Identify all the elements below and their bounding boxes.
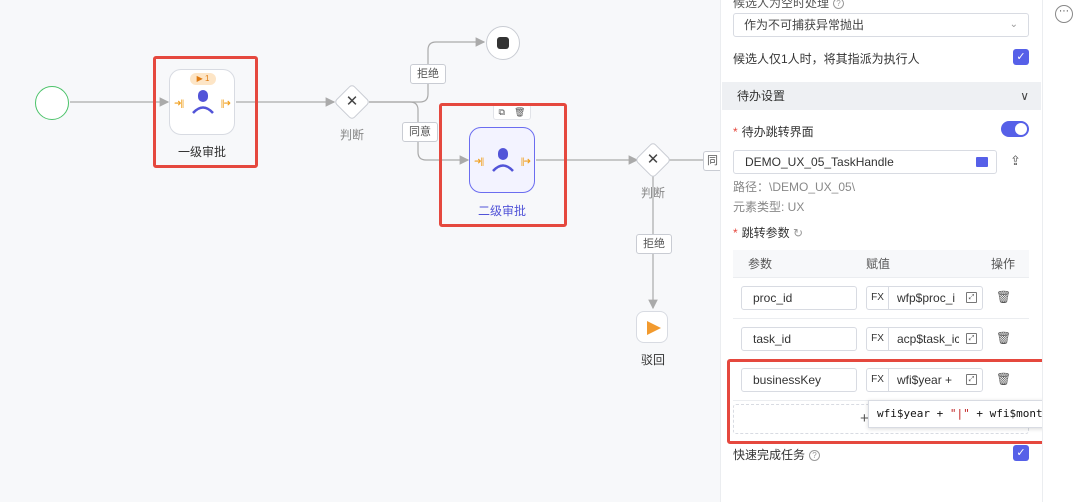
reject-node-label: 驳回 [641, 353, 666, 367]
param-value-input[interactable]: FX acp$task_ic ⤢ [866, 327, 983, 351]
trash-icon[interactable]: 🗑 [514, 106, 526, 117]
more-icon[interactable]: ⋯ [1055, 5, 1073, 23]
send-icon [647, 321, 661, 335]
jump-params-label: *跳转参数 ↻ [733, 226, 804, 240]
folder-icon[interactable] [976, 157, 988, 167]
col-assign: 赋值 [866, 257, 891, 271]
trash-icon[interactable]: 🗑 [996, 331, 1012, 345]
todo-jump-toggle[interactable] [1001, 121, 1029, 137]
output-port-icon: ||➜ [520, 156, 531, 166]
params-table-header: 参数 赋值 操作 [733, 250, 1029, 278]
fx-icon[interactable]: FX [867, 328, 889, 350]
approval-node-1[interactable]: ▶ 1 ➜|| ||➜ [169, 69, 235, 135]
help-icon[interactable]: ? [809, 450, 821, 461]
fx-icon[interactable]: FX [867, 369, 889, 391]
user-icon [492, 148, 514, 172]
start-event[interactable] [35, 86, 69, 120]
candidate-empty-select[interactable]: 作为不可捕获异常抛出⌄ [733, 13, 1029, 37]
user-icon [192, 90, 214, 114]
gateway-1-label: 判断 [340, 128, 365, 142]
plus-icon: + [860, 410, 869, 427]
chevron-down-icon: ⌄ [1009, 19, 1018, 30]
param-value-input[interactable]: FX wfi$year + ⤢ [866, 368, 983, 392]
end-event[interactable] [486, 26, 520, 60]
approval-node-2-label: 二级审批 [477, 204, 526, 218]
expand-icon[interactable]: ⤢ [966, 333, 977, 344]
edge-tag-reject[interactable]: 拒绝 [410, 64, 446, 84]
col-param: 参数 [748, 257, 773, 271]
todo-section-header[interactable]: 待办设置∨ [722, 82, 1041, 110]
param-value-input[interactable]: FX wfp$proc_i ⤢ [866, 286, 983, 310]
quick-complete-checkbox[interactable]: ✓ [1013, 445, 1029, 461]
quick-complete-label: 快速完成任务? [733, 446, 821, 463]
close-icon: ✕ [646, 151, 660, 168]
single-candidate-checkbox[interactable]: ✓ [1013, 49, 1029, 65]
approval-node-1-label: 一级审批 [177, 145, 226, 159]
table-row: task_id FX acp$task_ic ⤢ 🗑 [733, 319, 1029, 360]
param-name-input[interactable]: businessKey [741, 368, 857, 392]
path-text: 路径：\DEMO_UX_05\ [733, 180, 856, 194]
fx-icon[interactable]: FX [867, 287, 889, 309]
table-row: proc_id FX wfp$proc_i ⤢ 🗑 [733, 278, 1029, 319]
refresh-icon[interactable]: ↻ [793, 226, 804, 240]
single-candidate-label: 候选人仅1人时，将其指派为执行人 [733, 52, 920, 66]
edge-tag-approve[interactable]: 同意 [402, 122, 438, 142]
flow-canvas[interactable]: ▶ 1 ➜|| ||➜ 一级审批 ✕ 判断 拒绝 同意 ⧉ 🗑 ➜|| ||➜ … [0, 0, 720, 502]
gateway-2-label: 判断 [641, 186, 666, 200]
todo-jump-input[interactable]: DEMO_UX_05_TaskHandle [733, 150, 997, 174]
run-count-badge: ▶ 1 [190, 73, 216, 85]
highlight-frame [153, 56, 258, 168]
approval-node-2[interactable]: ➜|| ||➜ [469, 127, 535, 193]
expand-icon[interactable]: ⤢ [966, 374, 977, 385]
input-port-icon: ➜|| [474, 156, 484, 166]
right-toolbar: ⋯ [1042, 0, 1080, 502]
input-port-icon: ➜|| [174, 98, 184, 108]
help-icon[interactable]: ? [833, 0, 845, 9]
col-op: 操作 [991, 257, 1016, 271]
element-type-text: 元素类型: UX [733, 200, 805, 214]
output-port-icon: ||➜ [220, 98, 231, 108]
todo-jump-label: *待办跳转界面 [733, 125, 814, 139]
edge-tag-reject-down[interactable]: 拒绝 [636, 234, 672, 254]
reject-node[interactable] [636, 311, 668, 343]
value-tooltip: wfi$year + "|" + wfi$month [868, 400, 1058, 428]
edge-tag-approve-right[interactable]: 同 [703, 151, 720, 171]
stop-icon [497, 37, 509, 49]
expand-icon[interactable]: ⤢ [966, 292, 977, 303]
candidate-empty-label: 候选人为空时处理? [733, 0, 845, 11]
param-name-input[interactable]: task_id [741, 327, 857, 351]
trash-icon[interactable]: 🗑 [996, 290, 1012, 304]
flow-edges [70, 37, 720, 310]
highlight-frame [439, 103, 567, 227]
copy-icon[interactable]: ⧉ [498, 106, 505, 117]
open-external-icon[interactable]: ⇪ [1010, 153, 1021, 168]
chevron-down-icon: ∨ [1020, 89, 1029, 103]
param-name-input[interactable]: proc_id [741, 286, 857, 310]
close-icon: ✕ [345, 93, 359, 110]
trash-icon[interactable]: 🗑 [996, 372, 1012, 386]
